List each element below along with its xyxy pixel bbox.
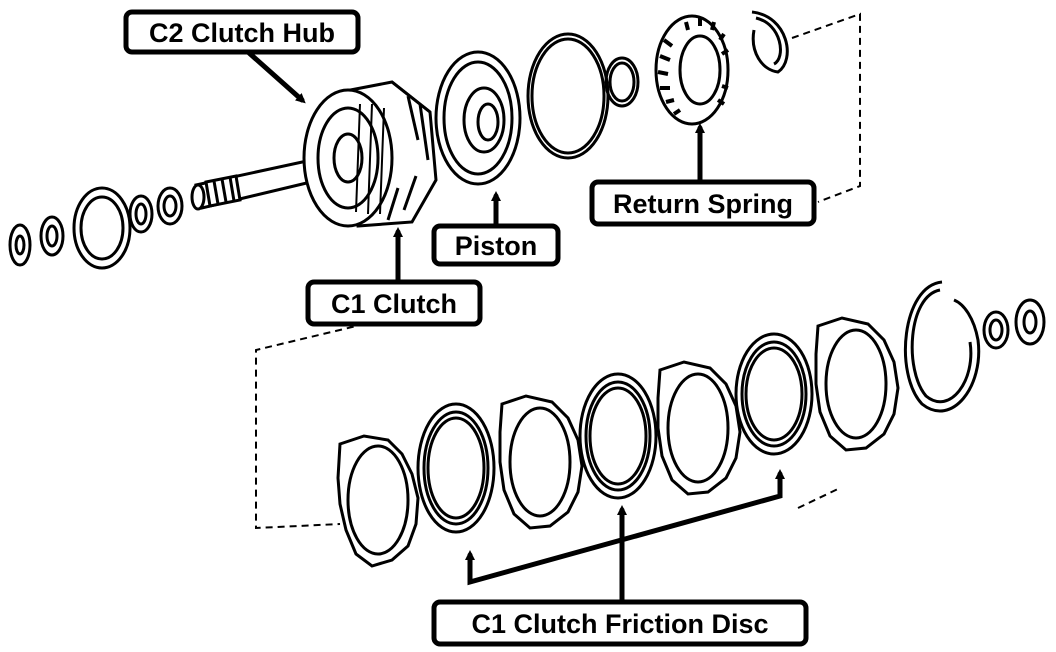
callout-c1-clutch: C1 Clutch [305, 279, 483, 327]
return-spring-part [654, 14, 730, 126]
callout-c2-clutch-hub: C2 Clutch Hub [123, 9, 361, 55]
label-piston: Piston [455, 231, 538, 261]
snap-ring-lower [904, 280, 981, 413]
callout-piston: Piston [431, 223, 561, 267]
label-c2-clutch-hub: C2 Clutch Hub [149, 18, 335, 48]
piston-part [434, 50, 522, 186]
right-thrust-washers [982, 298, 1046, 350]
clutch-plate-stack [336, 316, 900, 568]
snap-ring-upper [751, 10, 789, 74]
left-thrust-washers [8, 186, 184, 270]
piston-seal-rings [526, 32, 640, 160]
callout-return-spring: Return Spring [589, 179, 817, 227]
label-c1-clutch-friction-disc: C1 Clutch Friction Disc [471, 609, 768, 639]
assembly-guide-lines [255, 12, 861, 530]
leader-lines [245, 49, 785, 607]
label-c1-clutch: C1 Clutch [331, 289, 457, 319]
label-return-spring: Return Spring [613, 189, 793, 219]
c2-clutch-hub-drum [302, 80, 438, 228]
callout-c1-clutch-friction-disc: C1 Clutch Friction Disc [431, 599, 809, 647]
